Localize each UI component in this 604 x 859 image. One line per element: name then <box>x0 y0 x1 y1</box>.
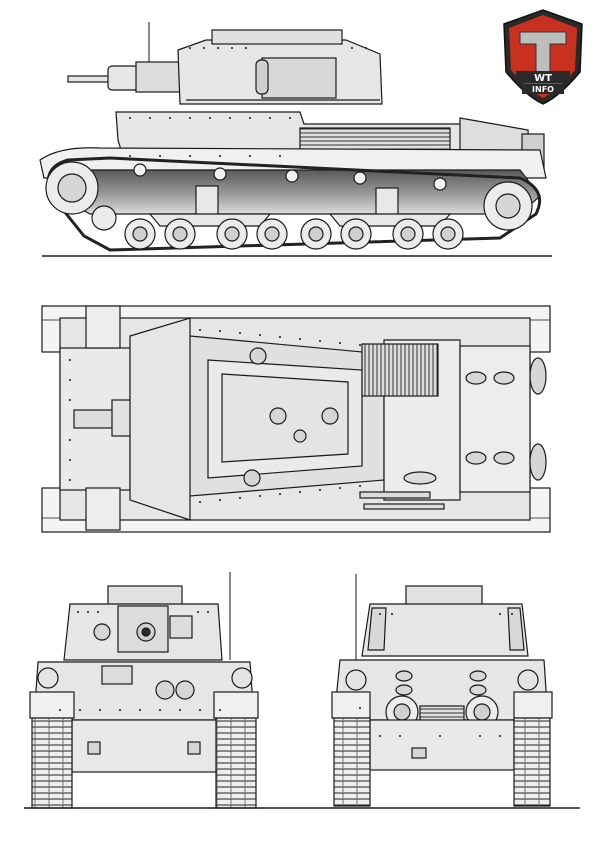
front-track-left <box>31 717 73 809</box>
rear-track-right <box>513 717 551 807</box>
front-view <box>29 572 259 809</box>
main-gun-barrel <box>67 75 113 83</box>
top-view <box>41 305 551 533</box>
logo-text-info: INFO <box>532 85 554 94</box>
rear-track-left <box>333 717 371 807</box>
side-view <box>39 22 552 257</box>
front-track-right <box>215 717 257 809</box>
rear-turret <box>361 603 529 657</box>
rear-view <box>331 574 553 807</box>
logo-text-wt: WT <box>534 73 552 84</box>
wt-info-logo: WT INFO <box>503 9 583 105</box>
engine-grille-top <box>361 343 439 397</box>
